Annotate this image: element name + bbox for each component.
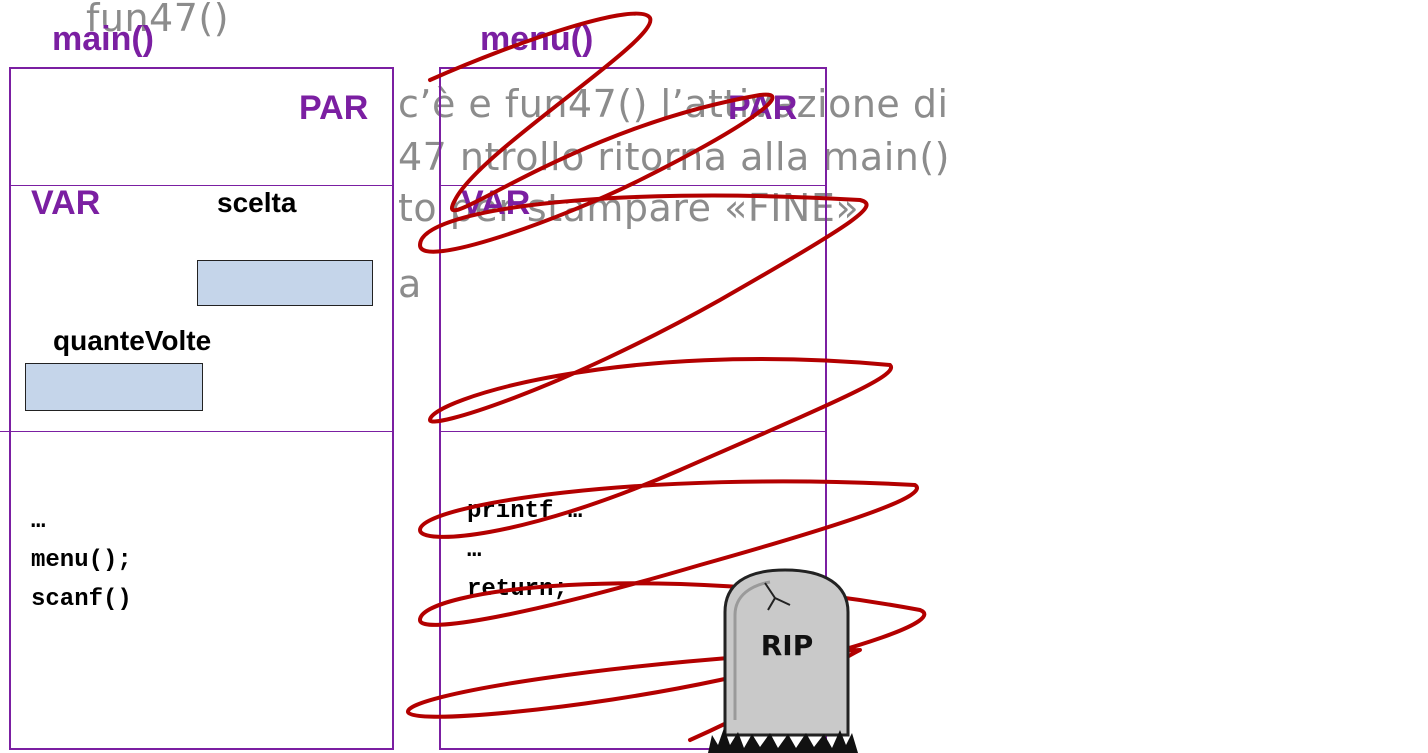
menu-code-line2: … (467, 537, 482, 564)
var-scelta-label: scelta (217, 187, 297, 218)
main-var-divider (11, 431, 392, 432)
menu-var-divider (441, 431, 825, 432)
tombstone-text: RIP (761, 629, 814, 662)
var-quantevolte-label: quanteVolte (53, 325, 212, 356)
main-par-label: PAR (299, 89, 369, 127)
tombstone-icon: RIP (708, 568, 858, 753)
main-code-line2: menu(); (31, 547, 132, 574)
bg-text-line3: 47 ntrollo ritorna alla main() (398, 135, 950, 179)
main-code-line1: … (31, 508, 46, 535)
bg-text-line5: a (398, 262, 422, 306)
var-scelta-cell (197, 260, 373, 306)
bg-text-line4: to per stampare «FINE» (398, 186, 860, 230)
main-par-divider (11, 185, 392, 186)
main-frame-title: main() (52, 20, 154, 58)
main-code-line3: scanf() (31, 586, 132, 613)
bg-text-line1: fun47() (86, 0, 230, 40)
bg-text-line2: c’è e fun47() l’attivazione di (398, 82, 949, 126)
main-left-divider-stub (0, 431, 11, 432)
main-var-label: VAR (31, 184, 101, 222)
main-activation-frame: PAR VAR scelta quanteVolte … menu(); sca… (9, 67, 394, 750)
var-quantevolte-cell (25, 363, 203, 411)
